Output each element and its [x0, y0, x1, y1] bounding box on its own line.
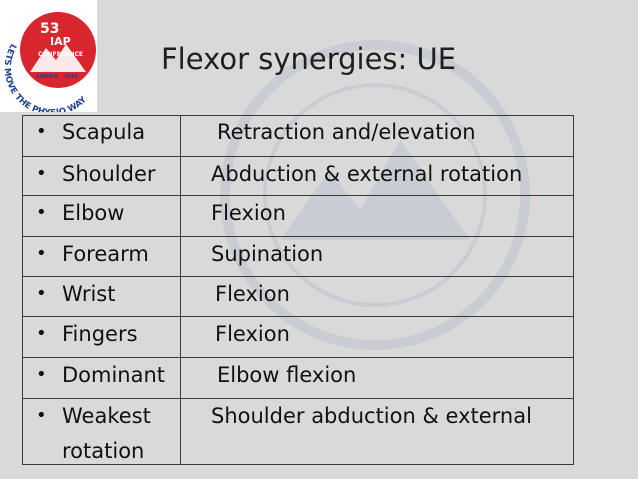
body-part-label: Wrist	[62, 282, 116, 306]
motion-label: Flexion	[211, 201, 286, 225]
motion-cell: Abduction & external rotation	[180, 157, 574, 195]
body-part-cell: • Scapula	[22, 115, 180, 156]
table-row: • Shoulder Abduction & external rotation	[22, 156, 574, 195]
motion-cell: Elbow flexion	[180, 358, 574, 398]
motion-label: Shoulder abduction & external	[211, 404, 532, 428]
body-part-cell: • Shoulder	[22, 157, 180, 195]
table-row: • Weakest rotation Shoulder abduction & …	[22, 398, 574, 465]
body-part-cell: • Wrist	[22, 277, 180, 316]
table-row: • Dominant Elbow flexion	[22, 357, 574, 398]
body-part-cell: • Weakest rotation	[22, 399, 180, 465]
body-part-label: Shoulder	[62, 162, 156, 186]
motion-cell: Flexion	[180, 196, 574, 236]
motion-label: Supination	[211, 242, 324, 266]
motion-label: Flexion	[215, 322, 290, 346]
logo-year: 2015	[64, 74, 78, 80]
body-part-cell: • Forearm	[22, 237, 180, 276]
slide-title: Flexor synergies: UE	[161, 42, 457, 76]
table-row: • Scapula Retraction and/elevation	[22, 115, 574, 156]
bullet-icon: •	[36, 364, 47, 385]
logo-acronym: IAP	[50, 35, 71, 48]
body-part-label: Forearm	[62, 242, 149, 266]
motion-cell: Supination	[180, 237, 574, 276]
body-part-label: Dominant	[62, 363, 166, 387]
motion-label: Flexion	[215, 282, 290, 306]
table-row: • Forearm Supination	[22, 236, 574, 276]
motion-cell: Retraction and/elevation	[180, 115, 574, 156]
bullet-icon: •	[36, 243, 47, 264]
conference-logo: LETS MOVE THE PHYSIO WAY 53 IAP CONFEREN…	[0, 0, 97, 112]
bullet-icon: •	[36, 323, 47, 344]
table-row: • Elbow Flexion	[22, 195, 574, 236]
motion-continuation-label: rotation	[62, 439, 145, 463]
body-part-cell: • Elbow	[22, 196, 180, 236]
body-part-label: Fingers	[62, 322, 138, 346]
table-row: • Wrist Flexion	[22, 276, 574, 316]
motion-cell: Flexion	[180, 317, 574, 357]
motion-label: Abduction & external rotation	[211, 162, 523, 186]
bullet-icon: •	[36, 121, 47, 142]
bullet-icon: •	[36, 163, 47, 184]
bullet-icon: •	[36, 202, 47, 223]
body-part-cell: • Fingers	[22, 317, 180, 357]
motion-label: Retraction and/elevation	[217, 120, 476, 144]
body-part-cell: • Dominant	[22, 358, 180, 398]
logo-number: 53	[40, 21, 59, 37]
logo-city: SHIMLA	[36, 74, 58, 80]
motion-label: Elbow flexion	[217, 363, 357, 387]
body-part-label: Elbow	[62, 201, 125, 225]
motion-cell: Shoulder abduction & external	[180, 399, 574, 465]
body-part-label: Scapula	[62, 120, 146, 144]
motion-cell: Flexion	[180, 277, 574, 316]
body-part-label: Weakest	[62, 404, 151, 428]
bullet-icon: •	[36, 283, 47, 304]
table-row: • Fingers Flexion	[22, 316, 574, 357]
logo-subtitle: CONFERENCE	[38, 51, 83, 58]
bullet-icon: •	[36, 405, 47, 426]
